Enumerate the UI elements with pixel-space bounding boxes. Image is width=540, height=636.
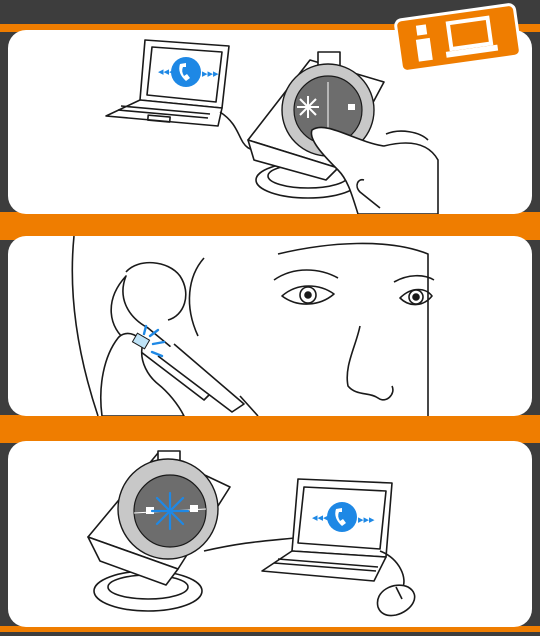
laptop <box>106 40 229 126</box>
step-3-illustration: ◂◂◂ ▸▸▸ <box>8 441 532 627</box>
eye-left <box>274 270 338 304</box>
cable <box>204 537 304 551</box>
step-panel-3: ◂◂◂ ▸▸▸ <box>8 441 532 627</box>
step-panel-2 <box>8 236 532 416</box>
info-laptop-icon <box>392 2 524 74</box>
nose <box>347 326 393 400</box>
laptop <box>262 479 392 581</box>
step-2-illustration <box>8 236 532 416</box>
svg-text:▸▸▸: ▸▸▸ <box>358 513 375 526</box>
svg-text:▸▸▸: ▸▸▸ <box>202 67 219 80</box>
press-burst-icon <box>152 493 188 529</box>
svg-text:◂◂◂: ◂◂◂ <box>158 65 175 78</box>
mouse <box>377 585 414 615</box>
press-burst-icon <box>297 96 319 118</box>
svg-text:◂◂◂: ◂◂◂ <box>312 511 329 524</box>
